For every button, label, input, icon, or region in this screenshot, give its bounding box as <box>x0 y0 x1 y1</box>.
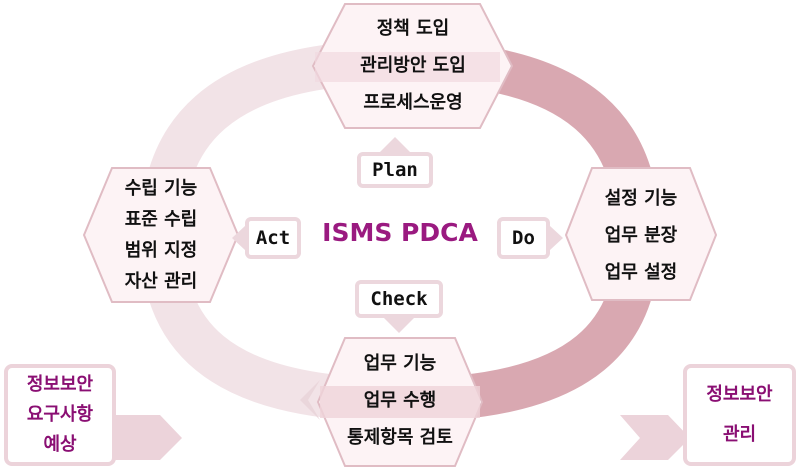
output-chevron <box>620 415 690 460</box>
do-item: 업무 분장 <box>604 225 678 246</box>
plan-item: 정책 도입 <box>376 18 450 39</box>
act-label: Act <box>245 217 301 259</box>
do-label: Do <box>497 217 550 259</box>
do-pointer <box>550 226 563 250</box>
diagram-title: ISMS PDCA <box>322 218 478 247</box>
input-chevron <box>112 415 182 460</box>
output-line: 관리 <box>722 424 757 445</box>
check-item: 통제항목 검토 <box>347 427 453 448</box>
check-items: 업무 기능 업무 수행 통제항목 검토 <box>318 345 482 456</box>
check-item: 업무 기능 <box>363 353 437 374</box>
act-pointer <box>232 226 245 250</box>
output-line: 정보보안 <box>706 384 773 405</box>
act-item: 표준 수립 <box>124 209 198 230</box>
check-item: 업무 수행 <box>363 390 437 411</box>
act-item: 수립 기능 <box>124 178 198 199</box>
do-items: 설정 기능 업무 분장 업무 설정 <box>566 180 716 291</box>
input-line: 정보보안 <box>26 374 94 395</box>
do-item: 설정 기능 <box>604 188 678 209</box>
act-item: 범위 지정 <box>124 240 198 261</box>
check-label: Check <box>355 280 443 318</box>
output-box: 정보보안 관리 <box>683 364 796 466</box>
hexagon-do <box>564 167 718 301</box>
act-items: 수립 기능 표준 수립 범위 지정 자산 관리 <box>84 173 238 297</box>
input-line: 예상 <box>43 434 77 455</box>
plan-item: 프로세스운영 <box>363 92 463 113</box>
plan-items: 정책 도입 관리방안 도입 프로세스운영 <box>313 10 513 121</box>
hexagon-act <box>82 167 240 303</box>
plan-label: Plan <box>357 152 433 188</box>
do-item: 업무 설정 <box>604 262 678 283</box>
plan-pointer <box>380 137 410 152</box>
act-item: 자산 관리 <box>124 271 198 292</box>
check-pointer <box>384 318 414 333</box>
arrow-bottom-left <box>300 380 320 420</box>
input-line: 요구사항 <box>26 404 94 425</box>
plan-item: 관리방안 도입 <box>360 55 466 76</box>
input-box: 정보보안 요구사항 예상 <box>4 364 116 466</box>
